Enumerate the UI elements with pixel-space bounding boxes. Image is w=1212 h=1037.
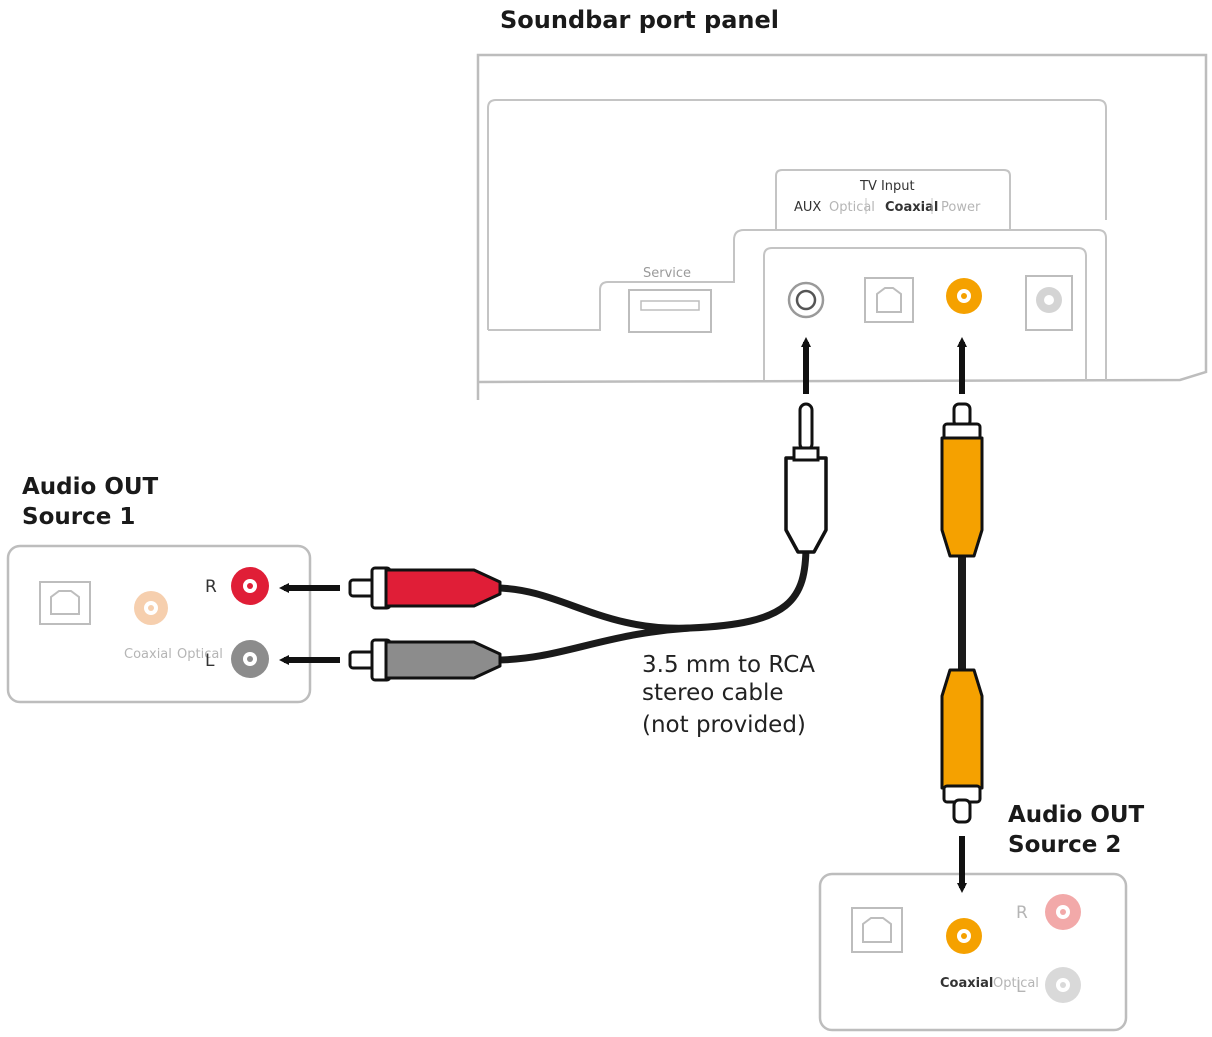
coaxial-plug-bottom bbox=[940, 668, 984, 824]
grey-rca-plug bbox=[348, 638, 502, 682]
source2-coaxial-port bbox=[946, 918, 982, 954]
source1-optical-label: Optical bbox=[177, 647, 223, 662]
source1-l-port bbox=[231, 640, 269, 678]
tv-input-label: TV Input bbox=[859, 179, 915, 194]
stereo-cable: 3.5 mm to RCA stereo cable (not provided… bbox=[348, 402, 828, 738]
source1-coaxial-port bbox=[134, 591, 168, 625]
source2-l-label: L bbox=[1016, 977, 1026, 997]
source2-l-port bbox=[1045, 967, 1081, 1003]
soundbar-recess-lower bbox=[488, 229, 1107, 380]
source1-r-label: R bbox=[205, 577, 217, 597]
source2-r-port bbox=[1045, 894, 1081, 930]
soundbar-title: Soundbar port panel bbox=[500, 6, 779, 34]
coaxial-plug-top bbox=[940, 402, 984, 558]
cable-label-line1: 3.5 mm to RCA bbox=[642, 652, 815, 678]
stereo-cable-wire-l bbox=[491, 624, 694, 664]
service-label: Service bbox=[643, 266, 691, 281]
optical-port bbox=[864, 277, 914, 323]
cable-label-line3: (not provided) bbox=[642, 712, 806, 738]
source1-heading-line1: Audio OUT bbox=[22, 474, 159, 500]
source2-device: Audio OUT Source 2 Coaxial Optical R L bbox=[818, 802, 1145, 1032]
coaxial-port bbox=[946, 278, 982, 314]
aux-port bbox=[787, 281, 825, 319]
source2-optical-port bbox=[851, 907, 903, 953]
port-label-aux: AUX bbox=[794, 200, 821, 215]
source2-coaxial-label: Coaxial bbox=[940, 976, 993, 991]
port-frame bbox=[763, 247, 1087, 380]
port-label-optical: Optical bbox=[829, 200, 875, 215]
source1-device: Audio OUT Source 1 Coaxial Optical R L bbox=[6, 474, 312, 704]
red-rca-plug bbox=[348, 566, 502, 610]
cable-label-line2: stereo cable bbox=[642, 680, 784, 706]
source1-heading-line2: Source 1 bbox=[22, 504, 135, 530]
aux-jack-plug bbox=[784, 402, 828, 554]
source2-heading-line1: Audio OUT bbox=[1008, 802, 1145, 828]
port-label-power: Power bbox=[941, 200, 981, 215]
soundbar-panel: Soundbar port panel TV Input AUX Optical… bbox=[476, 6, 1208, 400]
coaxial-cable bbox=[940, 402, 984, 824]
source1-l-label: L bbox=[205, 651, 215, 671]
source2-heading-line2: Source 2 bbox=[1008, 832, 1121, 858]
connection-arrows bbox=[279, 337, 967, 893]
tv-input-tab bbox=[775, 169, 1011, 230]
usb-slot bbox=[640, 300, 700, 311]
port-label-coaxial: Coaxial bbox=[885, 200, 938, 215]
source1-r-port bbox=[231, 567, 269, 605]
source2-optical-label: Optical bbox=[993, 976, 1039, 991]
soundbar-recess bbox=[487, 99, 1107, 330]
source1-coaxial-label: Coaxial bbox=[124, 647, 172, 662]
power-port bbox=[1025, 275, 1073, 331]
source1-optical-port bbox=[39, 581, 91, 625]
source2-r-label: R bbox=[1016, 903, 1028, 923]
service-usb-port bbox=[628, 289, 712, 333]
soundbar-body bbox=[476, 53, 1208, 400]
stereo-cable-wire-r bbox=[491, 541, 810, 632]
